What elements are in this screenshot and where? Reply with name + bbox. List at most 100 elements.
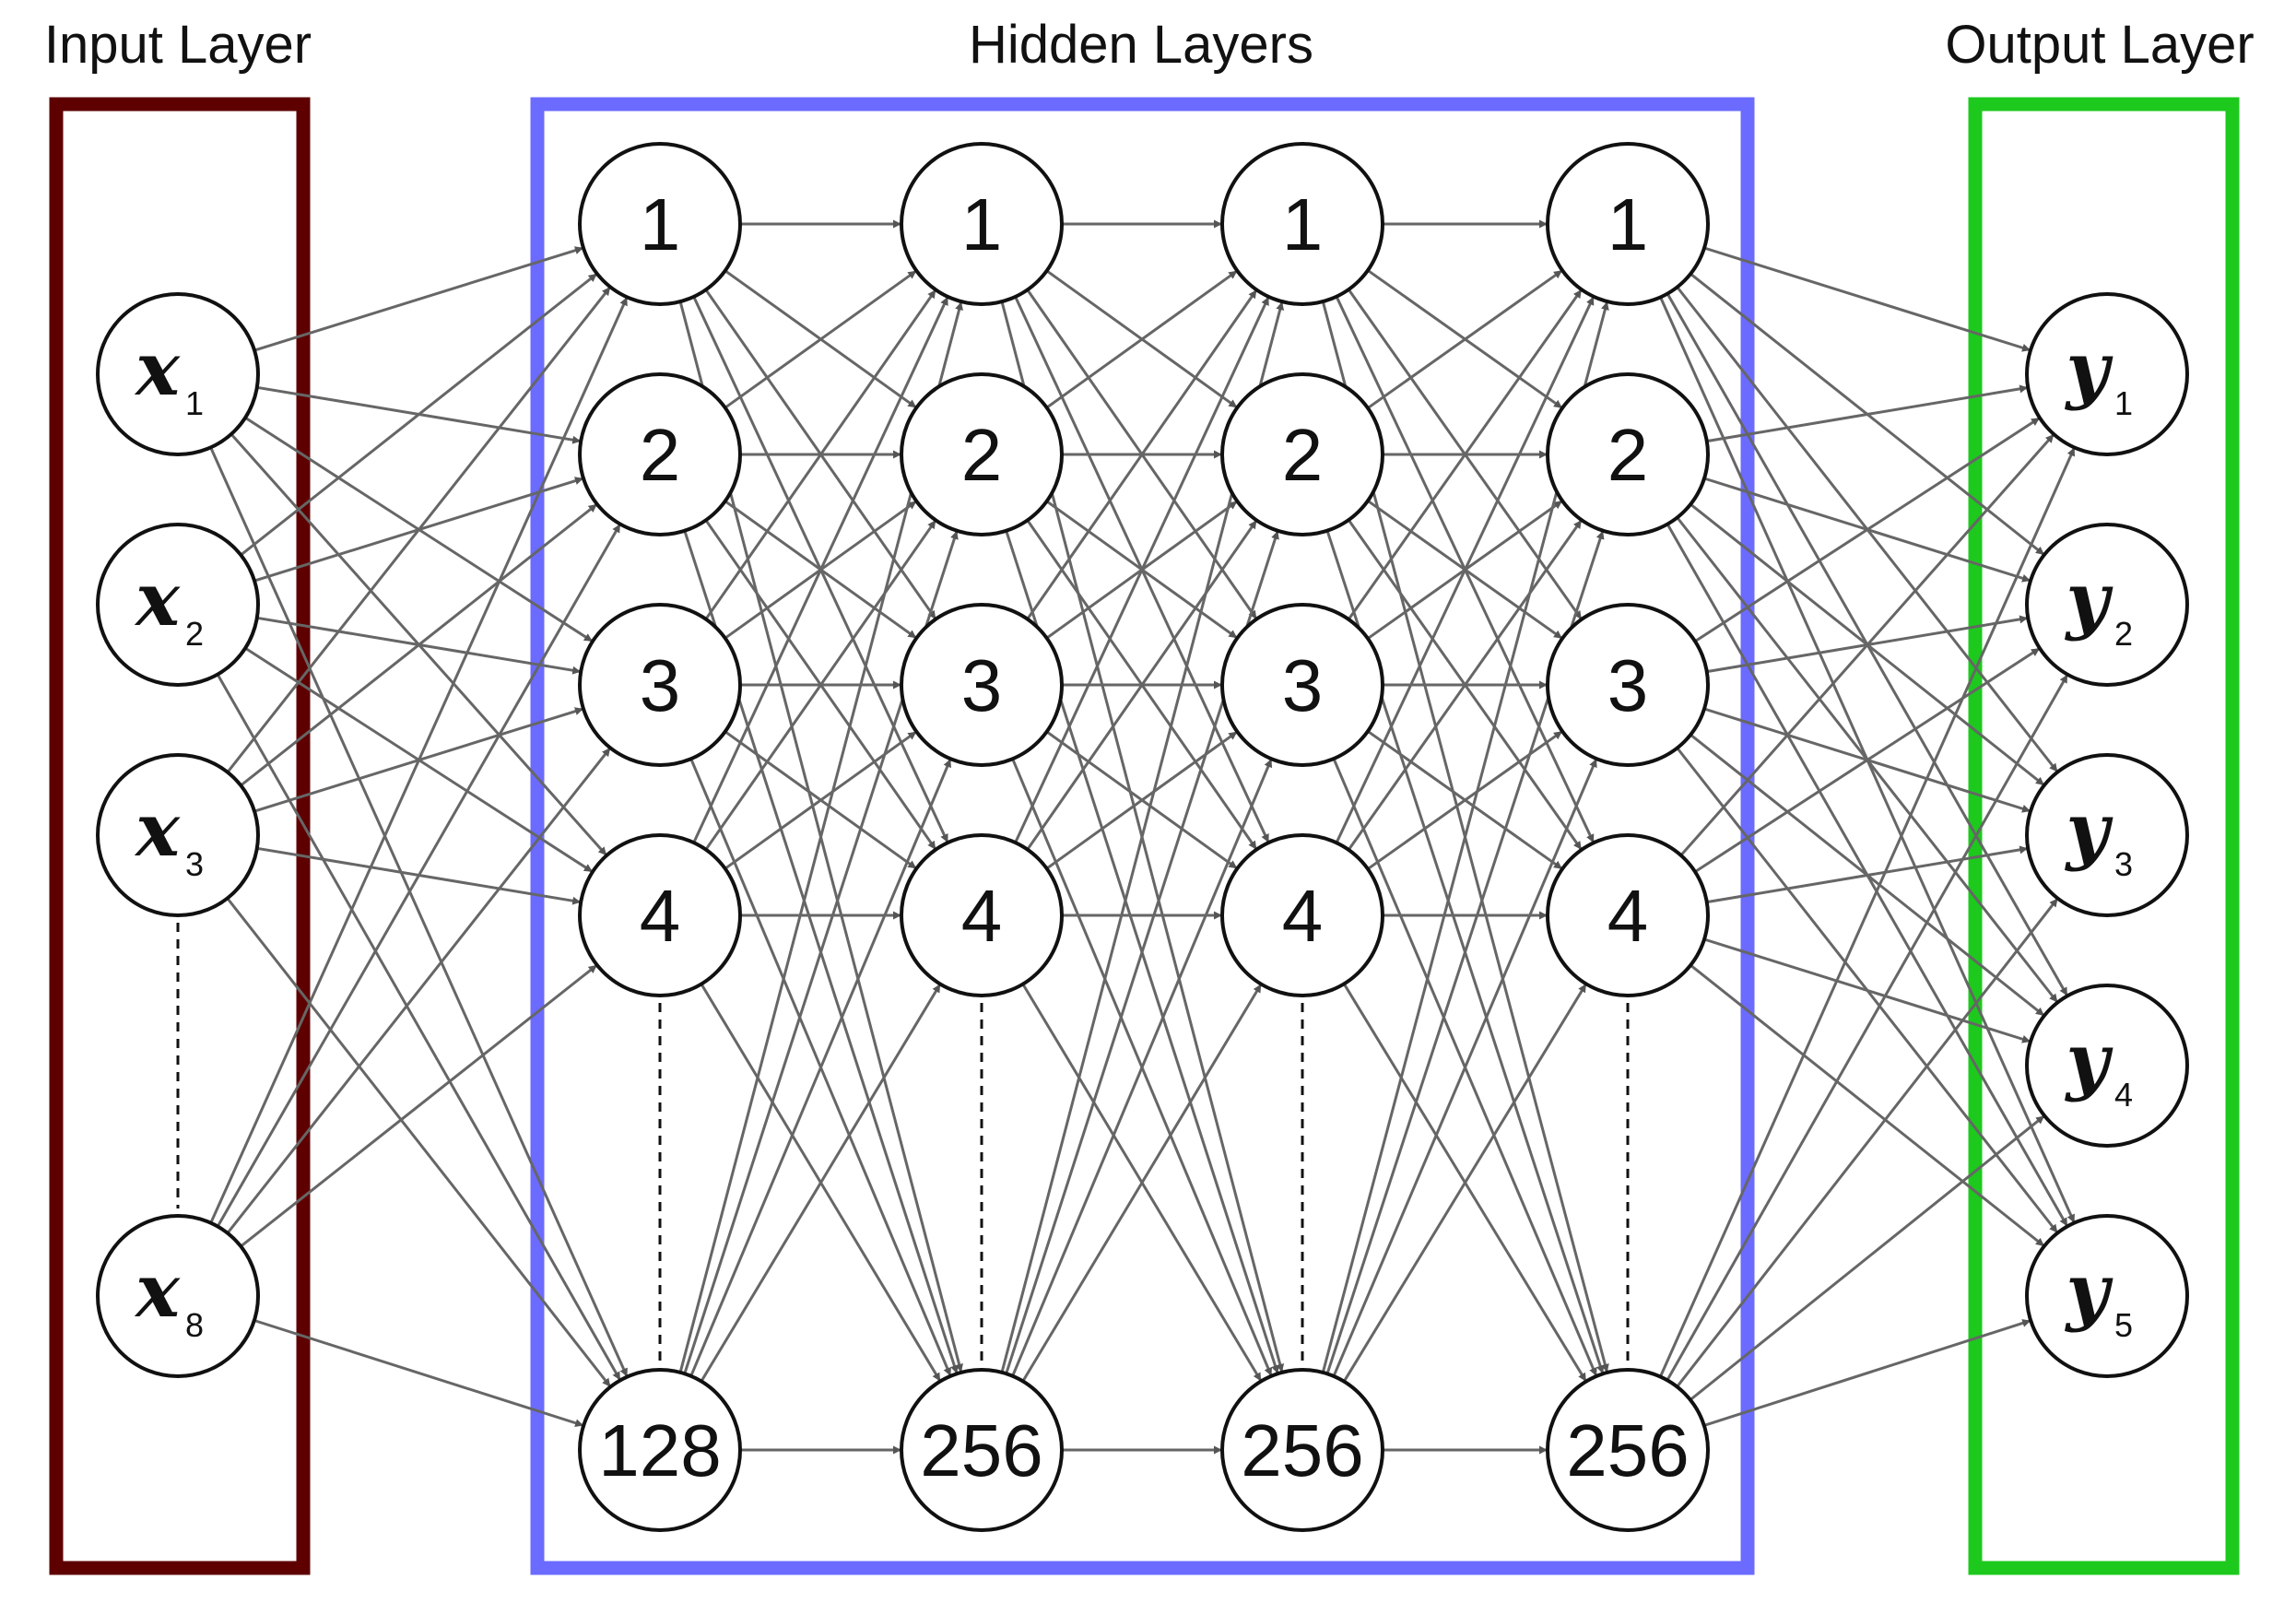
node-col2-1: 2 [900,372,1064,536]
node-variable: x [134,1247,181,1334]
node-circle [900,603,1064,767]
node-col4-2: 3 [1546,603,1710,767]
node-col3-2: 3 [1220,603,1384,767]
node-col3-4: 256 [1220,1368,1384,1532]
node-circle [2025,753,2189,917]
node-subscript: 1 [2114,384,2133,422]
node-circle [1220,603,1384,767]
edge-4-3-to-5-4 [1690,963,2045,1248]
node-label: 256 [1241,1409,1363,1491]
node-subscript: 2 [2114,615,2133,653]
edge-4-4-to-5-4 [1703,1319,2031,1427]
edge-3-1-to-4-0 [1367,269,1563,409]
edge-0-3-to-1-4 [253,1319,584,1428]
node-circle [578,1368,742,1532]
node-label: 256 [920,1409,1042,1491]
node-col4-0: 1 [1546,142,1710,306]
node-variable: y [2065,1247,2114,1334]
edge-4-4-to-5-3 [1689,1114,2046,1401]
node-label: 128 [598,1409,721,1491]
node-circle [2025,1214,2189,1378]
edge-2-4-to-3-3 [1021,983,1263,1383]
node-subscript: 3 [2114,845,2133,883]
node-subscript: 4 [2114,1076,2133,1114]
node-subscript: 2 [185,615,204,653]
node-variable: x [134,325,181,412]
edge-1-2-to-2-0 [704,289,937,620]
edge-0-2-to-1-1 [240,502,598,787]
edge-3-3-to-4-1 [1347,519,1584,851]
edge-2-3-to-3-1 [1026,519,1258,851]
edge-2-2-to-3-0 [1026,289,1258,620]
node-col1-4: 128 [578,1368,742,1532]
node-circle [1546,1368,1710,1532]
node-circle [578,372,742,536]
node-subscript: 3 [185,845,204,883]
edge-1-4-to-2-2 [689,758,952,1377]
node-label: 1 [961,183,1003,265]
edge-0-3-to-1-3 [240,963,598,1248]
node-circle [900,833,1064,997]
connections [209,219,2076,1455]
node-label: 2 [1607,414,1649,496]
node-circle [1220,1368,1384,1532]
edge-4-3-to-5-1 [1694,647,2041,873]
edge-1-3-to-2-0 [692,296,949,843]
node-col3-3: 4 [1220,833,1384,997]
node-label: 3 [1607,644,1649,726]
node-circle [96,753,260,917]
node-circle [1220,142,1384,306]
node-circle [2025,292,2189,456]
node-variable: y [2065,556,2114,642]
node-col1-1: 2 [578,372,742,536]
node-col4-4: 256 [1546,1368,1710,1532]
node-col3-0: 1 [1220,142,1384,306]
edge-4-4-to-5-2 [1676,897,2059,1388]
node-col1-2: 3 [578,603,742,767]
edge-4-3-to-5-2 [1706,845,2029,904]
node-label: 4 [961,875,1003,957]
node-label: 3 [640,644,681,726]
node-subscript: 1 [185,384,204,422]
node-circle [900,372,1064,536]
edge-0-2-to-1-4 [226,897,612,1388]
node-circle [578,142,742,306]
edge-0-0-to-1-4 [209,446,629,1378]
edge-2-4-to-3-2 [1011,758,1273,1377]
edge-3-3-to-4-0 [1335,296,1595,843]
node-col3-1: 2 [1220,372,1384,536]
edge-0-3-to-1-2 [226,747,612,1234]
node-label: 2 [640,414,681,496]
edge-3-4-to-4-3 [1342,983,1588,1383]
edge-3-4-to-4-2 [1332,758,1598,1377]
node-variable: y [2065,1017,2114,1103]
edge-4-4-to-5-1 [1666,673,2069,1382]
node-label: 4 [1282,875,1324,957]
input-layer-title: Input Layer [44,15,312,75]
node-circle [96,292,260,456]
node-circle [900,1368,1064,1532]
ellipsis-dots [176,923,1630,1362]
node-col4-3: 4 [1546,833,1710,997]
node-circle [1220,372,1384,536]
node-label: 1 [1282,183,1324,265]
node-col1-0: 1 [578,142,742,306]
node-label: 4 [1607,875,1649,957]
edge-4-0-to-5-0 [1703,246,2031,352]
node-variable: x [134,786,181,873]
node-circle [1546,833,1710,997]
node-col2-3: 4 [900,833,1064,997]
hidden-layers-title: Hidden Layers [969,15,1313,75]
edge-0-1-to-1-4 [216,673,622,1382]
node-circle [578,833,742,997]
node-variable: y [2065,786,2114,873]
node-col2-4: 256 [900,1368,1064,1532]
